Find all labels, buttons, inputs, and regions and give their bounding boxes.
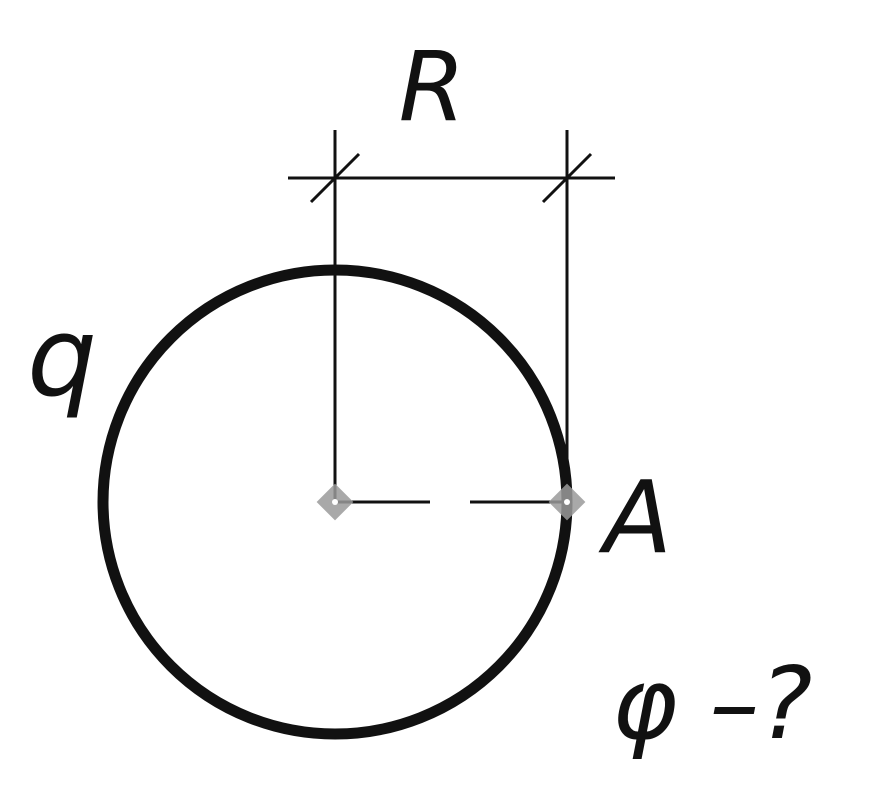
charge-density-label: q bbox=[27, 293, 97, 421]
question-label: φ –? bbox=[612, 645, 813, 762]
point-a-marker bbox=[548, 483, 586, 521]
center-marker bbox=[316, 483, 354, 521]
dimension-tick-right bbox=[541, 152, 593, 204]
dimension-tick-left bbox=[309, 152, 361, 204]
point-a-label: A bbox=[598, 459, 672, 576]
radius-label: R bbox=[399, 31, 466, 143]
